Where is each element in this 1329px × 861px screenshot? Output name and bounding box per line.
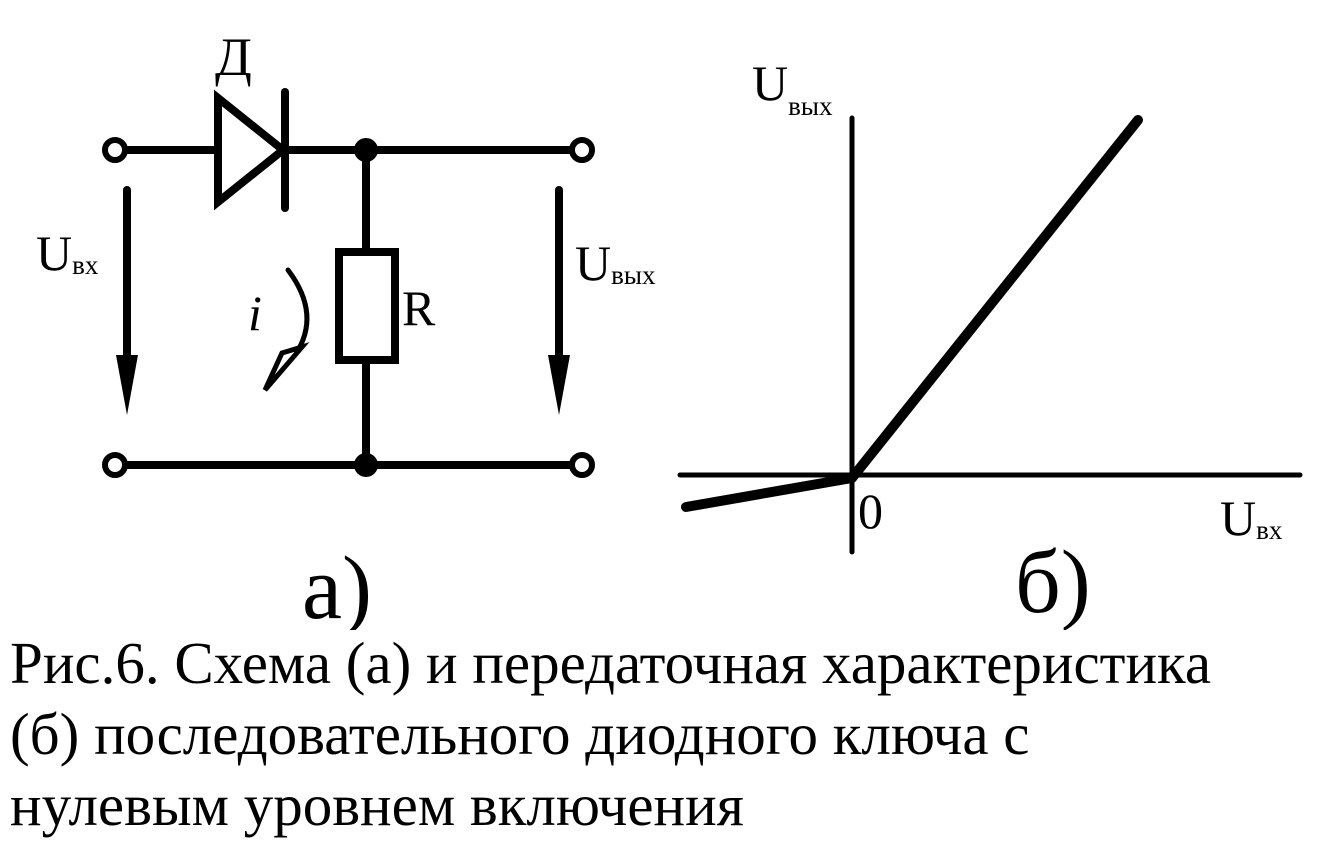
characteristic-forward-branch — [847, 115, 1143, 483]
diode-label: Д — [215, 27, 252, 87]
output-voltage-label: Uвых — [575, 235, 656, 291]
output-voltage-arrow-head — [548, 355, 570, 415]
resistor-label: R — [402, 280, 436, 336]
current-label: i — [248, 285, 262, 341]
terminal-output-top — [569, 137, 595, 163]
caption-line-3: нулевым уровнем включения — [10, 772, 744, 838]
figure-6-diagram: Д Uвх Uвых i R а) Uвых 0 Uвх б) — [36, 27, 1303, 630]
panel-label-a: а) — [302, 539, 372, 630]
caption-line-2: (б) последовательного диодного ключа с — [10, 701, 1030, 767]
transfer-characteristic — [677, 115, 1303, 555]
terminal-input-top — [102, 137, 128, 163]
caption-line-1: Рис.6. Схема (а) и передаточная характер… — [10, 630, 1212, 696]
current-arrow-head — [262, 342, 310, 392]
input-voltage-arrow-head — [116, 355, 138, 415]
x-axis-label: Uвх — [1220, 490, 1283, 546]
characteristic-reverse-branch — [681, 473, 857, 512]
junction-bottom — [354, 453, 378, 477]
current-arc-arrow — [285, 267, 310, 358]
input-voltage-label: Uвх — [36, 225, 99, 281]
junction-top — [354, 138, 378, 162]
y-axis-label: Uвых — [752, 55, 833, 121]
circuit-schematic — [102, 88, 595, 478]
panel-label-b: б) — [1015, 533, 1091, 630]
resistor-body — [335, 248, 399, 364]
terminal-output-bottom — [569, 452, 595, 478]
origin-label: 0 — [858, 483, 883, 539]
terminal-input-bottom — [102, 452, 128, 478]
diode-triangle — [214, 89, 290, 211]
figure-caption: Рис.6. Схема (а) и передаточная характер… — [10, 628, 1325, 841]
